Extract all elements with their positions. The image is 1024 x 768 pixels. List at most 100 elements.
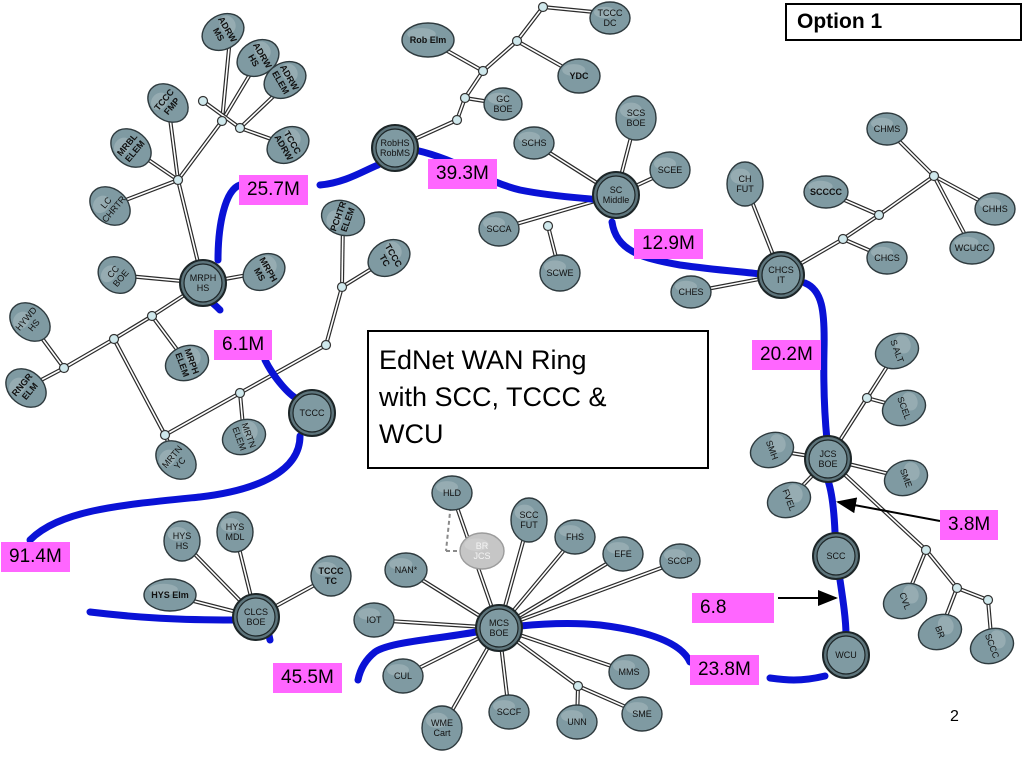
node-shape xyxy=(367,238,411,278)
node-shape xyxy=(602,536,644,572)
node-sccf[interactable]: SCCF xyxy=(488,694,530,730)
node-label-line: CH xyxy=(739,174,752,184)
node-scwe[interactable]: SCWE xyxy=(539,254,581,292)
node-shape xyxy=(459,532,505,570)
node-cvl[interactable]: CVL xyxy=(879,578,932,625)
branch-link-core xyxy=(63,338,115,369)
node-highlight xyxy=(979,197,1001,209)
node-shape xyxy=(539,254,581,292)
bandwidth-label-chcs-jcs: 20.2M xyxy=(752,340,821,370)
junction-dot xyxy=(216,115,228,127)
node-hld[interactable]: HLD xyxy=(431,475,473,511)
bandwidth-label-tccc-clcs: 91.4M xyxy=(1,542,70,572)
node-unn[interactable]: UNN xyxy=(556,704,598,740)
node-efe[interactable]: EFE xyxy=(602,536,644,572)
wan-ring-link xyxy=(836,576,850,639)
branch-link-core xyxy=(464,70,484,99)
node-s-alt[interactable]: S ALT xyxy=(871,328,924,375)
hub-inner-disc xyxy=(292,393,332,433)
node-label-line: CLCS xyxy=(244,607,268,617)
node-smh[interactable]: SMH xyxy=(746,427,799,474)
node-wcucc[interactable]: WCUCC xyxy=(949,231,995,265)
branch-link-core xyxy=(113,315,153,340)
node-chcs-small[interactable]: CHCS xyxy=(866,241,908,275)
node-shape xyxy=(5,368,47,408)
node-cul[interactable]: CUL xyxy=(382,658,424,694)
bandwidth-label-robhs-scmiddle: 39.3M xyxy=(428,159,497,189)
node-scccc[interactable]: SCCCC xyxy=(803,175,849,209)
node-sme-right[interactable]: SME xyxy=(880,455,933,502)
node-label-line: HYS xyxy=(226,522,245,532)
hub-scc[interactable]: SCC xyxy=(812,532,860,580)
node-ydc[interactable]: YDC xyxy=(557,58,601,94)
node-hys-elm[interactable]: HYS Elm xyxy=(143,578,197,612)
title-line: with SCC, TCCC & xyxy=(379,382,607,412)
node-shape xyxy=(659,543,701,579)
node-mms[interactable]: MMS xyxy=(608,654,650,690)
node-br[interactable]: BR xyxy=(914,609,967,656)
node-scee[interactable]: SCEE xyxy=(649,151,691,189)
node-fvel[interactable]: FVEL xyxy=(763,477,816,524)
node-shape xyxy=(89,186,131,226)
hub-wcu[interactable]: WCU xyxy=(822,631,870,679)
node-chms[interactable]: CHMS xyxy=(866,112,908,146)
node-shape xyxy=(382,658,424,694)
node-highlight xyxy=(626,702,648,714)
node-label-line: Middle xyxy=(603,195,630,205)
node-sccp[interactable]: SCCP xyxy=(659,543,701,579)
hub-tccc[interactable]: TCCC xyxy=(288,389,336,437)
node-schs[interactable]: SCHS xyxy=(513,126,555,160)
node-nan[interactable]: NAN* xyxy=(384,552,428,588)
node-rob-elm[interactable]: Rob Elm xyxy=(401,22,455,58)
node-chhs[interactable]: CHHS xyxy=(974,192,1016,226)
node-shape xyxy=(556,704,598,740)
node-sme-bottom[interactable]: SME xyxy=(621,696,663,732)
node-label-line: YDC xyxy=(569,71,589,81)
junction-dot xyxy=(234,387,246,399)
node-fhs[interactable]: FHS xyxy=(554,519,596,555)
node-shape xyxy=(969,627,1015,665)
node-scel[interactable]: SCEL xyxy=(878,385,931,432)
node-highlight xyxy=(989,630,1006,649)
node-shape xyxy=(201,12,245,52)
node-sccc[interactable]: SCCC xyxy=(966,623,1019,670)
node-label-line: HS xyxy=(197,283,210,293)
node-scca[interactable]: SCCA xyxy=(478,211,520,247)
node-ches[interactable]: CHES xyxy=(670,275,712,309)
branch-link-core xyxy=(925,549,958,589)
node-iot[interactable]: IOT xyxy=(353,602,395,638)
